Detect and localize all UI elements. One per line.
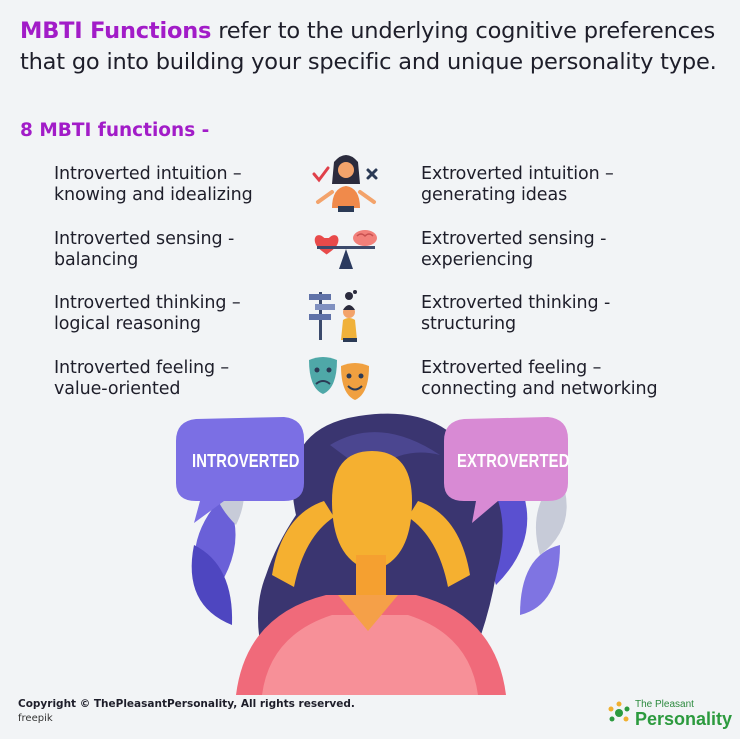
intro-highlight: MBTI Functions [20,18,212,44]
intro-text: refer to the underlying cognitive prefer… [20,18,717,75]
function-name: Introverted intuition – [54,164,242,184]
functions-subheading: 8 MBTI functions - [20,120,210,141]
function-introverted-feeling: Introverted feeling – value-oriented [54,358,229,400]
signpost-thinking-icon [309,290,357,342]
function-desc: knowing and idealizing [54,185,253,205]
function-desc: connecting and networking [421,379,658,399]
function-name: Introverted sensing - [54,229,235,249]
function-name: Extroverted feeling – [421,358,602,378]
function-desc: structuring [421,314,516,334]
function-name: Extroverted intuition – [421,164,614,184]
copyright-notice: Copyright © ThePleasantPersonality, All … [18,698,355,710]
function-extroverted-sensing: Extroverted sensing - experiencing [421,229,606,271]
function-desc: generating ideas [421,185,568,205]
function-introverted-sensing: Introverted sensing - balancing [54,229,234,271]
brand-name-top: The Pleasant [635,699,694,710]
intro-paragraph: MBTI Functions refer to the underlying c… [20,16,730,78]
brand-name-main: Personality [635,709,733,729]
function-introverted-thinking: Introverted thinking – logical reasoning [54,293,241,335]
function-name: Introverted thinking – [54,293,241,313]
extroverted-bubble-label: EXTROVERTED [457,451,570,471]
introverted-bubble-label: INTROVERTED [192,451,300,471]
function-introverted-intuition: Introverted intuition – knowing and idea… [54,164,253,206]
brand-logo-icon [608,701,630,722]
image-credit: freepik [18,713,53,724]
woman-deciding-icon [312,155,378,212]
function-desc: logical reasoning [54,314,201,334]
function-extroverted-thinking: Extroverted thinking - structuring [421,293,610,335]
heart-brain-balance-icon [314,230,377,269]
function-desc: balancing [54,250,139,270]
function-name: Extroverted thinking - [421,293,611,313]
function-desc: value-oriented [54,379,181,399]
function-name: Extroverted sensing - [421,229,607,249]
function-desc: experiencing [421,250,534,270]
function-name: Introverted feeling – [54,358,230,378]
function-extroverted-intuition: Extroverted intuition – generating ideas [421,164,614,206]
function-extroverted-feeling: Extroverted feeling – connecting and net… [421,358,658,400]
theater-masks-icon [309,357,369,400]
woman-with-hands-on-temples-illustration [176,413,568,695]
